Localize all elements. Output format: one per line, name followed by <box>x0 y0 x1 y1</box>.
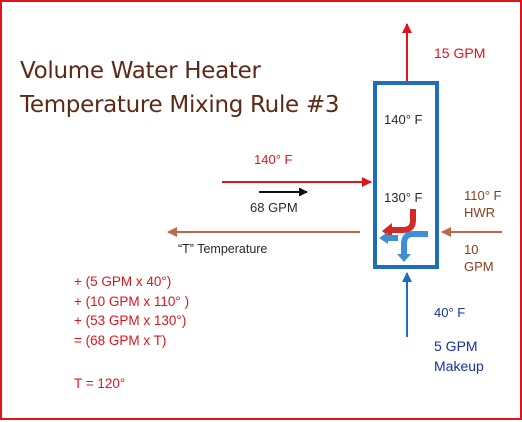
supply-flow: 68 GPM <box>250 200 298 215</box>
calculation-line: = (68 GPM x T) <box>74 332 167 348</box>
makeup-name: Makeup <box>434 358 484 374</box>
tank-top-temp: 140° F <box>384 112 423 127</box>
makeup-flow: 5 GPM <box>434 338 478 354</box>
mixed-temp-label: “T” Temperature <box>178 242 268 256</box>
title-line-1: Volume Water Heater <box>20 58 261 84</box>
return-flow-unit: GPM <box>464 259 494 274</box>
return-temp: 110° F <box>464 188 502 203</box>
makeup-temp: 40° F <box>434 305 466 320</box>
return-flow-value: 10 <box>464 242 479 257</box>
return-name: HWR <box>464 205 496 220</box>
tank-mid-temp: 130° F <box>384 190 423 205</box>
slide-title: Volume Water Heater Temperature Mixing R… <box>20 54 340 122</box>
calculation-line: + (10 GPM x 110° ) <box>74 293 190 309</box>
title-line-2: Temperature Mixing Rule #3 <box>20 92 340 118</box>
calculation-result: T = 120° <box>74 376 126 391</box>
calculation-list: + (5 GPM x 40°) + (10 GPM x 110° ) + (53… <box>74 272 189 350</box>
supply-temp: 140° F <box>254 152 293 167</box>
mixing-icon <box>379 209 428 262</box>
calculation-line: + (5 GPM x 40°) <box>74 274 172 289</box>
calculation-line: + (53 GPM x 130°) <box>74 313 187 328</box>
outlet-flow: 15 GPM <box>434 45 486 61</box>
